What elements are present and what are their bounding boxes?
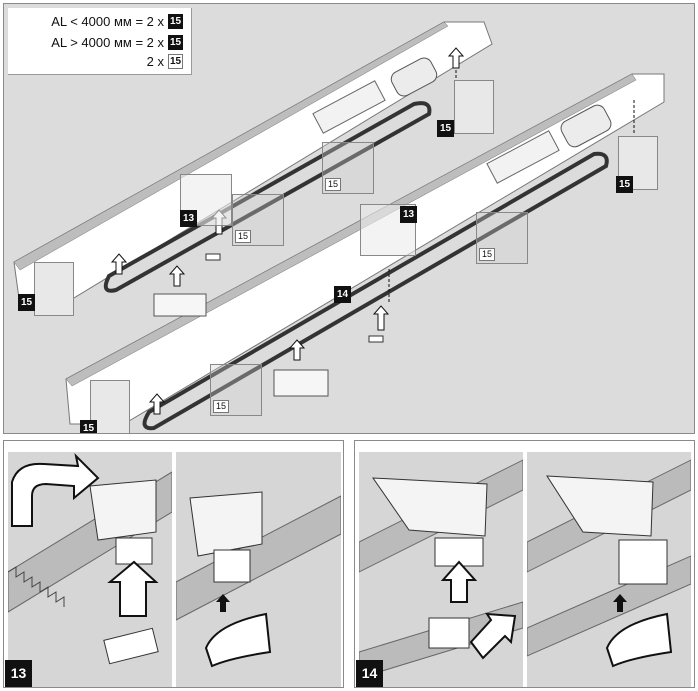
up-arrow xyxy=(107,560,159,617)
step-14b-drawing xyxy=(527,459,691,668)
legend-row-2: AL > 4000 мм = 2 x 15 xyxy=(51,35,183,50)
step-number-14: 14 xyxy=(356,660,383,687)
lower-control-unit xyxy=(486,130,560,184)
belt-strip xyxy=(176,495,341,621)
arrow-lower-block xyxy=(288,339,306,361)
up-arrow-small xyxy=(216,594,230,612)
inset-label: 15 xyxy=(235,230,252,243)
lower-rail-top xyxy=(65,73,637,387)
badge-left-side: 15 xyxy=(18,294,35,311)
clamp-part xyxy=(428,617,470,649)
step-14-frame-b xyxy=(527,452,691,687)
clamp-part xyxy=(103,627,159,665)
arrow-upper-block xyxy=(168,265,186,287)
holder-part xyxy=(204,612,272,668)
detail-bracket-left xyxy=(34,262,74,316)
lower-motor xyxy=(560,104,612,148)
arrow-lower-left xyxy=(148,393,166,415)
step-14-frame-a xyxy=(359,452,523,687)
legend-row-1-number: 15 xyxy=(168,14,183,29)
legend-row-1-text: AL < 4000 мм = 2 x xyxy=(51,14,164,29)
upper-rail-top xyxy=(13,21,449,271)
inset-upper-carriage-frame xyxy=(180,174,232,226)
inset-lower-belt: 15 xyxy=(476,212,528,264)
badge-upper-right: 15 xyxy=(437,120,454,137)
lower-idler-block xyxy=(273,369,329,397)
badge-lower-14: 14 xyxy=(334,286,351,303)
belt-teeth xyxy=(8,566,65,607)
badge-upper-13: 13 xyxy=(180,210,197,227)
arrow-upper-motor xyxy=(447,47,465,69)
step-13a-drawing xyxy=(8,452,172,665)
badge-lower-13: 13 xyxy=(400,206,417,223)
lower-belt-clamp xyxy=(368,335,384,343)
legend-row-2-text: AL > 4000 мм = 2 x xyxy=(51,35,164,50)
legend-row-3-text: 2 x xyxy=(146,54,164,69)
carriage-plate xyxy=(189,491,263,557)
carriage-plate xyxy=(372,477,488,537)
arrow-lower-carriage xyxy=(372,305,390,331)
inset-label: 15 xyxy=(479,248,496,261)
up-arrow-small xyxy=(613,594,627,612)
push-arrow xyxy=(469,612,517,660)
legend-row-1: AL < 4000 мм = 2 x 15 xyxy=(51,14,183,29)
step-13-frame-b xyxy=(176,452,341,687)
lower-belt xyxy=(142,151,609,431)
inset-label: 15 xyxy=(213,400,230,413)
belt-clamp xyxy=(213,549,251,583)
upper-idler-block xyxy=(153,293,207,317)
inset-label: 15 xyxy=(325,178,342,191)
legend: AL < 4000 мм = 2 x 15 AL > 4000 мм = 2 x… xyxy=(8,8,192,75)
upper-motor xyxy=(390,57,438,97)
step-14a-drawing xyxy=(359,459,523,679)
badge-far-right: 15 xyxy=(616,176,633,193)
badge-bottom-left: 15 xyxy=(80,420,97,433)
arrow-upper-left xyxy=(110,253,128,275)
step-13-frame-a xyxy=(8,452,172,687)
legend-row-3-number: 15 xyxy=(168,54,183,69)
upper-belt xyxy=(103,101,432,293)
legend-row-3: 2 x 15 xyxy=(147,54,183,69)
carriage-plate xyxy=(89,479,157,541)
step-13b-drawing xyxy=(176,491,341,668)
carriage-plate xyxy=(546,475,654,537)
step-number-13: 13 xyxy=(5,660,32,687)
upper-control-unit xyxy=(312,80,386,134)
belt-clamp xyxy=(115,537,153,565)
curved-arrow xyxy=(11,452,100,527)
inset-upper-carriage: 15 xyxy=(232,194,284,246)
detail-bracket-upper-right xyxy=(454,80,494,134)
legend-row-2-number: 15 xyxy=(168,35,183,50)
overview-panel: 15 15 15 15 15 15 15 15 13 13 14 AL < 40… xyxy=(3,3,695,434)
inset-upper-belt: 15 xyxy=(322,142,374,194)
inset-lower-left: 15 xyxy=(210,364,262,416)
holder-part xyxy=(605,612,673,668)
up-arrow xyxy=(440,560,478,603)
mounted-clamp xyxy=(618,539,668,585)
upper-belt-clamp xyxy=(205,253,221,261)
